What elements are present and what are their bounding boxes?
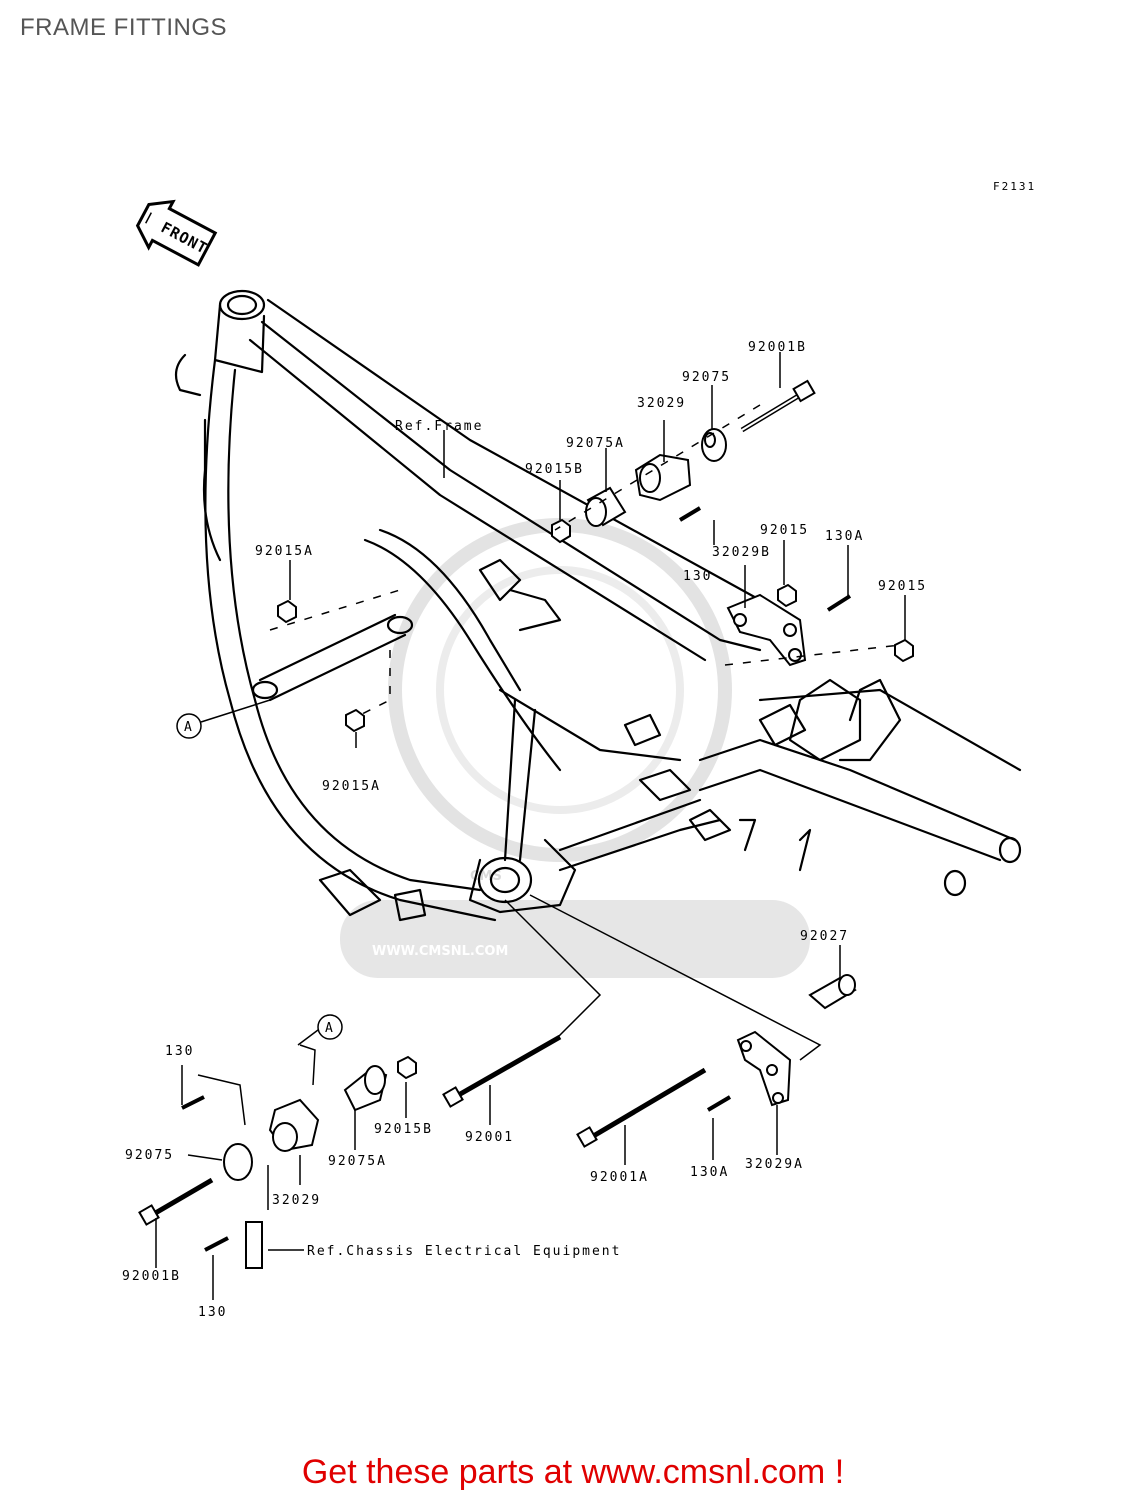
watermark: CMS WWW.CMSNL.COM <box>340 518 810 978</box>
figure-code: F2131 <box>993 180 1036 193</box>
label-92001b-bot: 92001B <box>122 1269 181 1284</box>
page-title: FRAME FITTINGS <box>20 14 227 41</box>
label-92001a: 92001A <box>590 1170 649 1185</box>
bolt-92001a <box>588 1067 707 1141</box>
label-92015-a: 92015 <box>760 523 809 538</box>
nut-92015b-top <box>551 518 571 544</box>
bracket-32029b <box>726 593 807 667</box>
parts-top-cluster <box>277 379 914 733</box>
label-32029b: 32029B <box>712 545 771 560</box>
bolt-92001 <box>453 1034 562 1100</box>
marker-a-bottom-label: A <box>325 1021 335 1036</box>
label-32029-top: 32029 <box>637 396 686 411</box>
label-130-bot: 130 <box>198 1305 227 1320</box>
washer-92075-bot <box>223 1143 253 1181</box>
label-92015b-top: 92015B <box>525 462 584 477</box>
bolt-130a-bot <box>706 1095 732 1112</box>
label-92075a-bot: 92075A <box>328 1154 387 1169</box>
footer-link[interactable]: Get these parts at www.cmsnl.com ! <box>301 1453 845 1491</box>
marker-a-top-label: A <box>184 720 194 735</box>
label-92015a-mid: 92015A <box>322 779 381 794</box>
label-92001: 92001 <box>465 1130 514 1145</box>
label-130-left: 130 <box>165 1044 194 1059</box>
label-32029a: 32029A <box>745 1157 804 1172</box>
nut-92015a-top <box>277 599 297 624</box>
label-92015b-bot: 92015B <box>374 1122 433 1137</box>
nut-92015a-mid <box>345 708 365 733</box>
label-92001b-top: 92001B <box>748 340 807 355</box>
bolt-92001b-top <box>740 379 816 433</box>
ref-chassis-label: Ref.Chassis Electrical Equipment <box>307 1244 621 1259</box>
label-92075-top: 92075 <box>682 370 731 385</box>
bolt-130-left <box>181 1095 205 1110</box>
front-arrow-icon: FRONT <box>135 199 218 267</box>
watermark-url: WWW.CMSNL.COM <box>372 944 508 959</box>
leader-lines <box>155 352 906 1300</box>
label-92015a-top: 92015A <box>255 544 314 559</box>
bolt-92001b-bot <box>150 1177 214 1218</box>
chassis-sensor-icon <box>245 1221 263 1269</box>
label-92075-bot: 92075 <box>125 1148 174 1163</box>
nut-92015b-bot <box>397 1055 417 1080</box>
motorcycle-frame <box>174 289 1022 922</box>
nut-92015-a <box>777 583 797 608</box>
label-130-top: 130 <box>683 569 712 584</box>
label-130a-top: 130A <box>825 529 864 544</box>
marker-a-top: A <box>176 699 271 739</box>
label-32029-bot: 32029 <box>272 1193 321 1208</box>
bolt-130-bot <box>204 1236 229 1252</box>
marker-a-bottom: A <box>297 1014 343 1046</box>
part-labels: F2131 Ref.Frame 92001B 92075 32029 92075… <box>122 180 1036 1320</box>
bolt-130a-top <box>826 594 852 612</box>
label-92075a-top: 92075A <box>566 436 625 451</box>
ref-frame-label: Ref.Frame <box>395 419 483 434</box>
label-130a-bot: 130A <box>690 1165 729 1180</box>
nut-92015-b <box>894 638 914 663</box>
parts-bottom-cluster <box>138 974 857 1269</box>
label-92015-b: 92015 <box>878 579 927 594</box>
label-92027: 92027 <box>800 929 849 944</box>
bolt-130-top <box>678 506 702 522</box>
